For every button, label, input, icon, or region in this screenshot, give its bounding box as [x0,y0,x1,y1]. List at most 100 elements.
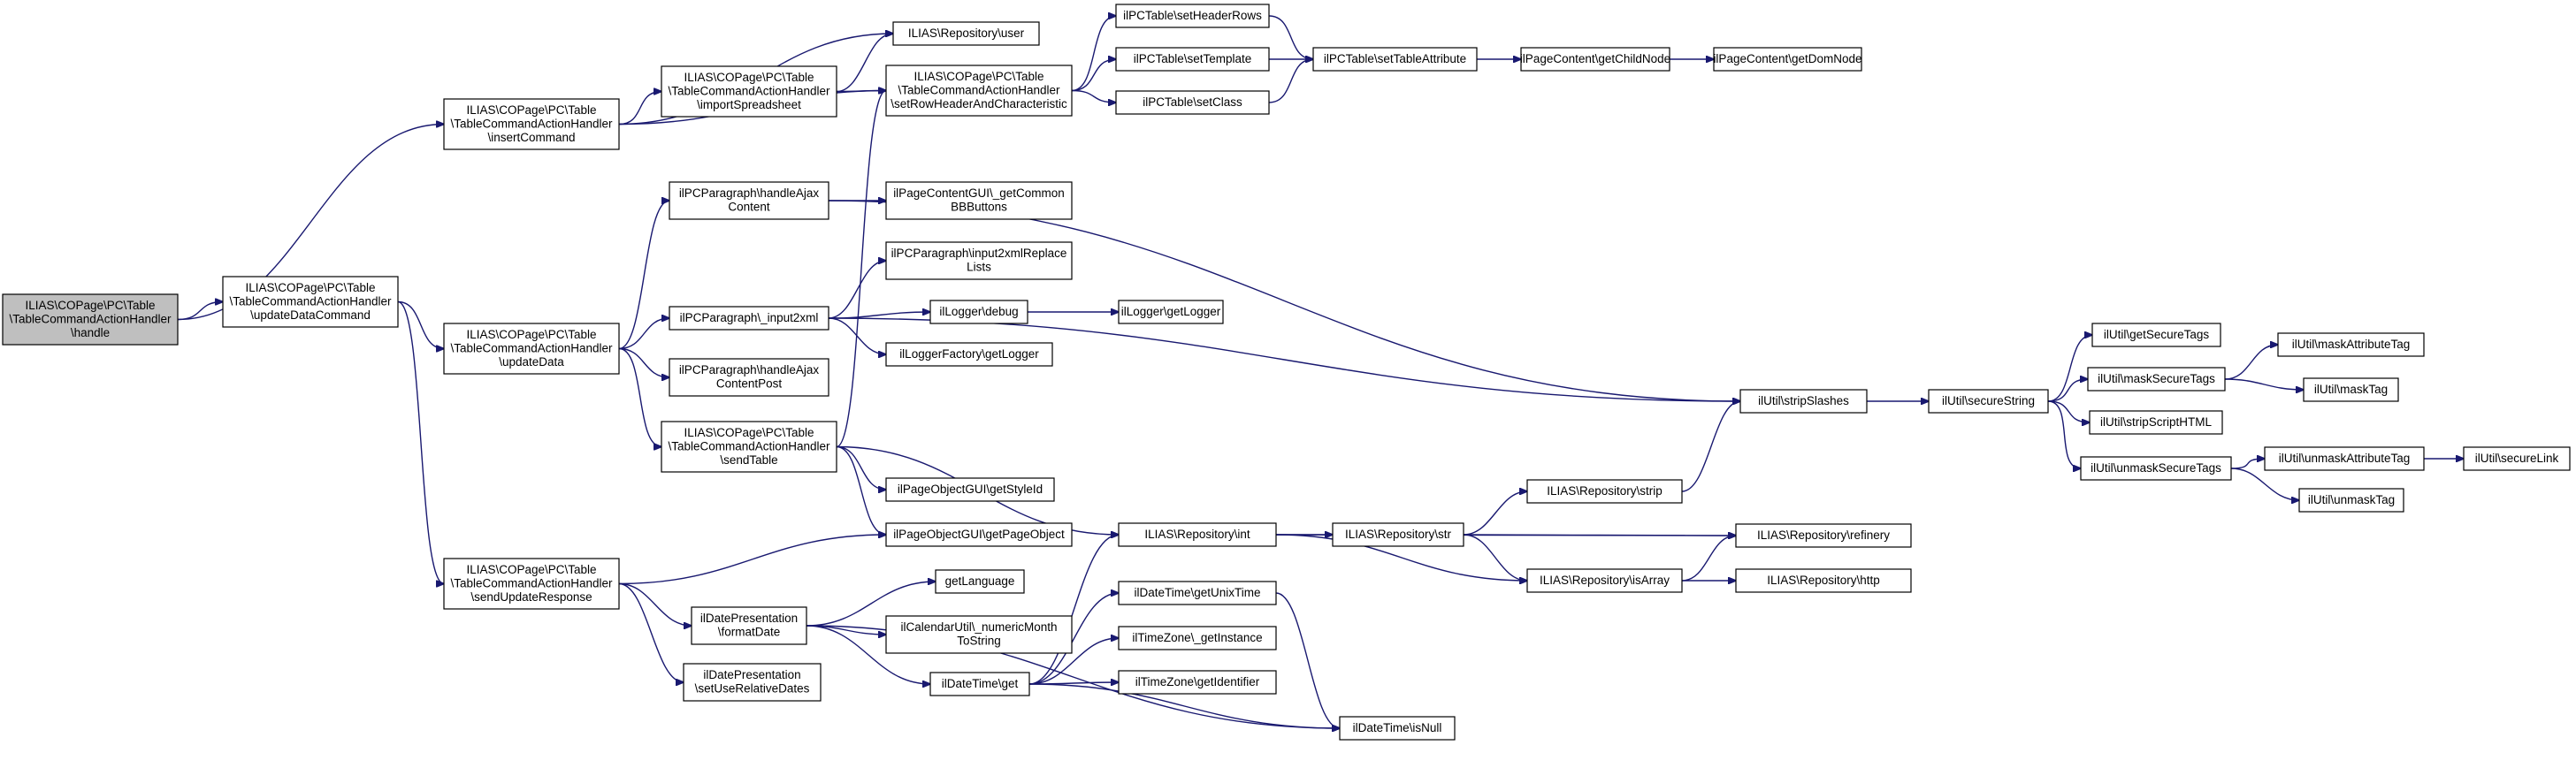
edge-formatDate-to-dateTimeGet [806,625,930,684]
node-loggerDebug[interactable]: ilLogger\debug [929,300,1028,324]
edge-input2xml-to-loggerDebug [828,312,930,319]
node-label-line: ILIAS\Repository\isArray [1540,574,1670,587]
node-getSecureTags[interactable]: ilUtil\getSecureTags [2091,323,2221,347]
node-getLanguage[interactable]: getLanguage [935,569,1025,594]
node-box [885,65,1073,117]
edge-repoStrip-to-stripSlashes [1681,401,1740,492]
edge-sendTable-to-getStyleId [836,445,886,490]
node-setRowHeader[interactable]: ILIAS\COPage\PC\Table\TableCommandAction… [885,65,1073,117]
node-importSpreadsheet[interactable]: ILIAS\COPage\PC\Table\TableCommandAction… [661,65,837,118]
node-setTableAttribute[interactable]: ilPCTable\setTableAttribute [1312,47,1478,72]
node-getUnixTime[interactable]: ilDateTime\getUnixTime [1118,581,1277,605]
node-repoRefinery[interactable]: ILIAS\Repository\refinery [1735,523,1912,548]
edge-updateData-to-handleAjaxContentPost [618,347,669,378]
node-setHeaderRows[interactable]: ilPCTable\setHeaderRows [1115,4,1270,28]
node-setTemplate[interactable]: ilPCTable\setTemplate [1115,47,1270,72]
node-label-line: \TableCommandActionHandler [9,312,172,325]
node-label-line: ILIAS\Repository\str [1345,528,1452,541]
node-label-line: \updateData [499,355,564,369]
node-getChildNode[interactable]: ilPageContent\getChildNode [1520,47,1670,72]
node-input2xml[interactable]: ilPCParagraph\_input2xml [669,306,829,331]
node-box [443,98,620,150]
node-formatDate[interactable]: ilDatePresentation\formatDate [691,606,807,645]
node-getInstance[interactable]: ilTimeZone\_getInstance [1118,626,1277,650]
node-getPageObject[interactable]: ilPageObjectGUI\getPageObject [885,522,1073,547]
node-box [935,569,1025,594]
node-label-line: ILIAS\COPage\PC\Table [913,70,1043,83]
edge-repoStr-to-repoRefinery [1463,535,1736,536]
node-label-line: ilUtil\stripSlashes [1758,394,1849,407]
node-label-line: ILIAS\Repository\user [908,27,1025,40]
node-label-line: ilPCParagraph\input2xmlReplace [891,247,1067,260]
node-maskAttributeTag[interactable]: ilUtil\maskAttributeTag [2277,332,2425,357]
node-label-line: ilPCParagraph\handleAjax [679,186,820,200]
node-insertCommand[interactable]: ILIAS\COPage\PC\Table\TableCommandAction… [443,98,620,150]
node-dateTimeGet[interactable]: ilDateTime\get [929,672,1030,696]
node-maskTag[interactable]: ilUtil\maskTag [2303,377,2399,402]
node-label-line: ilUtil\getSecureTags [2104,328,2210,341]
node-sendTable[interactable]: ILIAS\COPage\PC\Table\TableCommandAction… [661,421,837,473]
node-box [885,477,1055,502]
node-label-line: Content [728,201,770,214]
node-repoIsArray[interactable]: ILIAS\Repository\isArray [1526,568,1683,593]
node-box [1118,300,1224,324]
node-repoUser[interactable]: ILIAS\Repository\user [892,21,1040,46]
node-label-line: ilUtil\unmaskAttributeTag [2279,452,2411,465]
node-maskSecureTags[interactable]: ilUtil\maskSecureTags [2087,367,2226,392]
node-getDomNode[interactable]: ilPageContent\getDomNode [1713,47,1862,72]
node-label-line: ilPageContent\getChildNode [1520,52,1670,65]
edge-unmaskSecureTags-to-unmaskTag [2230,468,2299,500]
node-repoHttp[interactable]: ILIAS\Repository\http [1735,568,1912,593]
node-label-line: \importSpreadsheet [697,98,801,111]
node-unmaskSecureTags[interactable]: ilUtil\unmaskSecureTags [2080,456,2232,481]
node-box [929,672,1030,696]
node-label-line: ilUtil\unmaskSecureTags [2091,461,2221,475]
node-repoStr[interactable]: ILIAS\Repository\str [1332,522,1464,547]
node-box [1115,47,1270,72]
node-stripSlashes[interactable]: ilUtil\stripSlashes [1739,389,1868,414]
edge-setHeaderRows-to-setTableAttribute [1268,15,1313,59]
edge-secureString-to-maskSecureTags [2047,379,2088,402]
edge-secureString-to-getSecureTags [2047,335,2092,402]
node-setUseRelativeDates[interactable]: ilDatePresentation\setUseRelativeDates [683,663,822,702]
node-secureString[interactable]: ilUtil\secureString [1928,389,2049,414]
node-repoStrip[interactable]: ILIAS\Repository\strip [1526,479,1683,504]
node-sendUpdateResponse[interactable]: ILIAS\COPage\PC\Table\TableCommandAction… [443,558,620,610]
edge-repoIsArray-to-repoRefinery [1681,536,1736,582]
node-isNull[interactable]: ilDateTime\isNull [1339,716,1456,741]
node-repoInt[interactable]: ILIAS\Repository\int [1118,522,1277,547]
node-label-line: \sendTable [720,453,777,467]
node-label-line: ilDateTime\get [942,677,1019,690]
node-updateDataCommand[interactable]: ILIAS\COPage\PC\Table\TableCommandAction… [222,276,399,328]
node-label-line: ilUtil\unmaskTag [2308,493,2395,506]
node-label-line: \setUseRelativeDates [695,682,810,696]
node-box [2277,332,2425,357]
node-getIdentifier[interactable]: ilTimeZone\getIdentifier [1118,670,1277,695]
node-secureLink[interactable]: ilUtil\secureLink [2463,446,2571,471]
edge-formatDate-to-getLanguage [806,582,936,627]
node-box [1312,47,1478,72]
edge-getUnixTime-to-isNull [1275,592,1340,728]
node-label-line: \formatDate [718,626,781,639]
node-label-line: \TableCommandActionHandler [668,439,830,452]
node-label-line: \insertCommand [487,131,575,144]
node-loggerFactory[interactable]: ilLoggerFactory\getLogger [885,342,1053,367]
node-stripScriptHTML[interactable]: ilUtil\stripScriptHTML [2089,410,2223,435]
node-label-line: getLanguage [945,574,1015,588]
node-getStyleId[interactable]: ilPageObjectGUI\getStyleId [885,477,1055,502]
node-unmaskAttributeTag[interactable]: ilUtil\unmaskAttributeTag [2264,446,2425,471]
node-updateData[interactable]: ILIAS\COPage\PC\Table\TableCommandAction… [443,323,620,375]
edge-updateDataCommand-to-sendUpdateResponse [397,300,444,584]
node-handle[interactable]: ILIAS\COPage\PC\Table\TableCommandAction… [2,293,179,346]
node-setClass[interactable]: ilPCTable\setClass [1115,90,1270,115]
edge-sendTable-to-setRowHeader [836,91,886,448]
node-label-line: \updateDataCommand [250,308,371,322]
node-loggerGetLogger[interactable]: ilLogger\getLogger [1118,300,1224,324]
node-unmaskTag[interactable]: ilUtil\unmaskTag [2298,488,2404,513]
